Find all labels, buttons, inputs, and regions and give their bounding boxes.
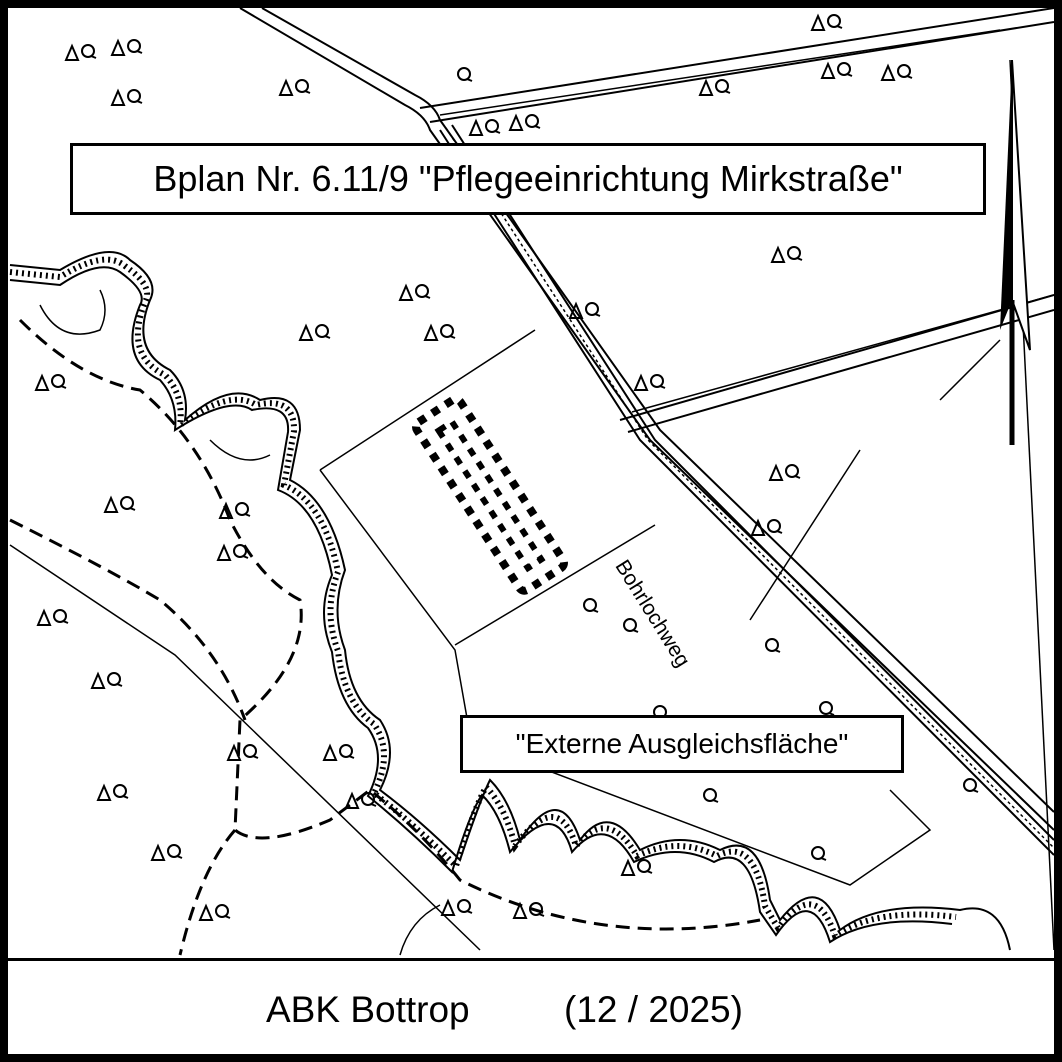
creek — [9, 251, 1011, 951]
north-arrow-icon — [1000, 59, 1031, 445]
development-site-building — [412, 395, 568, 595]
map-date: (12 / 2025) — [564, 989, 743, 1030]
footpath — [9, 318, 761, 956]
road-bohrlochweg — [439, 124, 1054, 856]
parcel-boundaries — [9, 59, 1054, 956]
fence-line — [439, 29, 1001, 116]
map-source: ABK Bottrop — [266, 989, 470, 1030]
road-main — [239, 8, 1054, 831]
area-label-external-compensation: "Externe Ausgleichsfläche" — [460, 715, 904, 773]
base-map — [9, 8, 1054, 956]
map-footer: ABK Bottrop (12 / 2025) — [8, 958, 1054, 1054]
plan-title: Bplan Nr. 6.11/9 "Pflegeeinrichtung Mirk… — [70, 143, 986, 215]
